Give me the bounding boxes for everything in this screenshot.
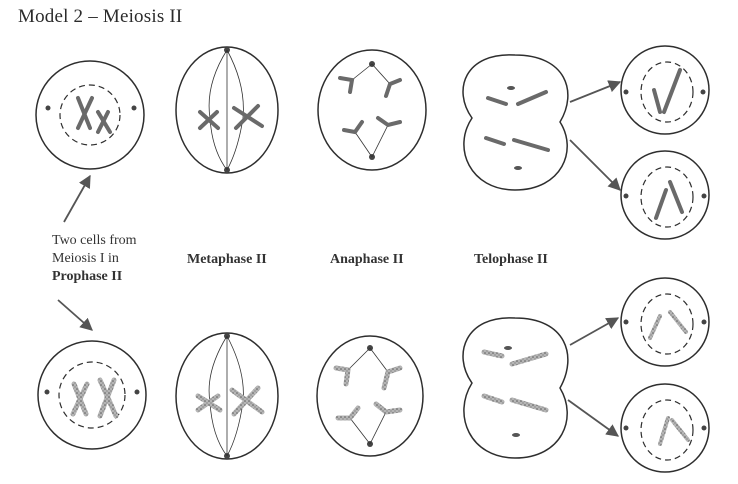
label-telophase: Telophase II — [474, 252, 548, 267]
caption-line-1: Two cells from — [52, 233, 137, 248]
telophase-cell-bottom — [462, 317, 569, 459]
caption-line-2: Meiosis I in — [52, 251, 119, 266]
prophase-caption: Two cells from Meiosis I in Prophase II — [52, 232, 137, 286]
telophase-arrows-bottom — [567, 317, 620, 437]
anaphase-cell-bottom — [316, 335, 424, 457]
prophase-arrows — [57, 174, 93, 331]
daughter-cell-4 — [620, 383, 710, 473]
caption-line-3: Prophase II — [52, 269, 123, 284]
metaphase-cell-top — [175, 46, 279, 174]
prophase-cell-top — [35, 60, 145, 170]
model-title: Model 2 – Meiosis II — [18, 6, 183, 27]
daughter-cell-1 — [620, 45, 710, 135]
label-metaphase: Metaphase II — [187, 252, 267, 267]
daughter-cell-3 — [620, 277, 710, 367]
daughter-cell-2 — [620, 150, 710, 240]
anaphase-cell-top — [317, 49, 427, 171]
label-anaphase: Anaphase II — [330, 252, 404, 267]
telophase-arrows-top — [569, 80, 622, 191]
prophase-cell-bottom — [37, 340, 147, 450]
metaphase-cell-bottom — [175, 332, 279, 460]
telophase-cell-top — [462, 54, 569, 191]
